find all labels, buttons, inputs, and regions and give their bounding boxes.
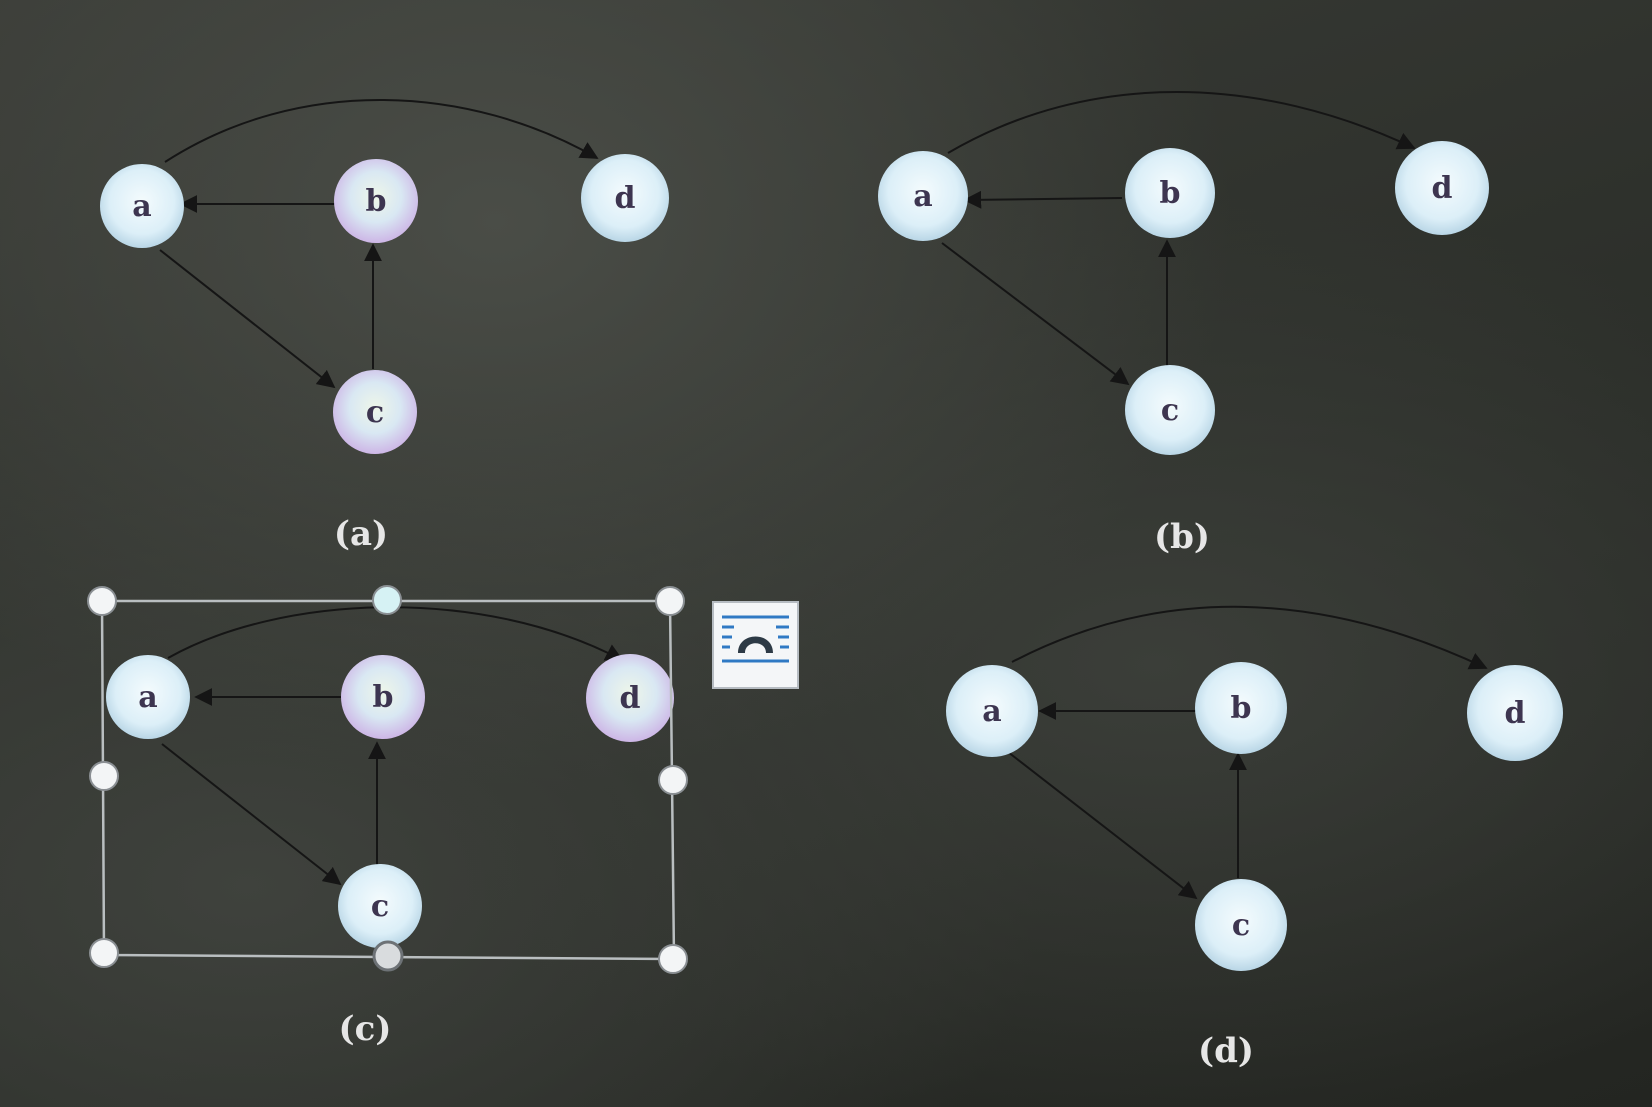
node-c-label: c [366, 395, 384, 430]
node-d[interactable]: d [586, 654, 674, 742]
resize-handle-bottom[interactable] [372, 940, 404, 972]
node-a-label: a [138, 680, 157, 715]
resize-handle-bottom-right[interactable] [658, 944, 688, 974]
panel-d: a b c d (d) [946, 605, 1563, 1071]
node-b[interactable]: b [334, 159, 418, 243]
edge-a-to-c [159, 249, 336, 389]
node-d-label: d [615, 181, 636, 216]
node-d[interactable]: d [1395, 141, 1489, 235]
panel-caption: (b) [1154, 517, 1210, 557]
resize-handle-left[interactable] [89, 761, 119, 791]
resize-handle-top-left[interactable] [87, 586, 117, 616]
edge-a-to-d [1011, 605, 1488, 670]
resize-handle-top[interactable] [372, 585, 402, 615]
node-c[interactable]: c [333, 370, 417, 454]
node-a[interactable]: a [106, 655, 190, 739]
node-d-label: d [620, 681, 641, 716]
node-d[interactable]: d [1467, 665, 1563, 761]
node-a-label: a [982, 694, 1001, 729]
node-b-label: b [373, 680, 394, 715]
edge-a-to-d [167, 606, 624, 661]
panel-caption: (c) [339, 1009, 392, 1049]
node-b[interactable]: b [341, 655, 425, 739]
node-c[interactable]: c [338, 864, 422, 948]
edge-b-to-a [963, 190, 1123, 209]
node-c-label: c [371, 889, 389, 924]
resize-handle-bottom-left[interactable] [89, 938, 119, 968]
panel-c[interactable]: a b c d (c) [87, 585, 688, 1049]
node-b[interactable]: b [1125, 148, 1215, 238]
resize-handle-right[interactable] [658, 765, 688, 795]
panel-b: a b c d (b) [878, 91, 1489, 557]
node-a-label: a [132, 189, 151, 224]
edge-a-to-c [941, 242, 1130, 386]
node-c-label: c [1232, 908, 1250, 943]
node-c-label: c [1161, 393, 1179, 428]
edge-a-to-d [164, 99, 599, 163]
node-d[interactable]: d [581, 154, 669, 242]
layout-options-icon [722, 615, 789, 663]
node-a[interactable]: a [878, 151, 968, 241]
edge-a-to-d [947, 91, 1416, 154]
node-d-label: d [1505, 696, 1526, 731]
node-d-label: d [1432, 171, 1453, 206]
node-c[interactable]: c [1195, 879, 1287, 971]
node-b-label: b [366, 184, 387, 219]
edge-a-to-c [161, 743, 342, 886]
node-a[interactable]: a [100, 164, 184, 248]
node-b[interactable]: b [1195, 662, 1287, 754]
panel-caption: (a) [334, 514, 388, 554]
node-c[interactable]: c [1125, 365, 1215, 455]
resize-handle-top-right[interactable] [655, 586, 685, 616]
edge-a-to-c [1007, 751, 1198, 900]
node-b-label: b [1160, 176, 1181, 211]
layout-options-button[interactable] [712, 601, 799, 689]
node-a[interactable]: a [946, 665, 1038, 757]
panel-a: a b c d (a) [100, 99, 669, 554]
node-a-label: a [913, 179, 932, 214]
node-b-label: b [1231, 691, 1252, 726]
panel-caption: (d) [1198, 1031, 1254, 1071]
